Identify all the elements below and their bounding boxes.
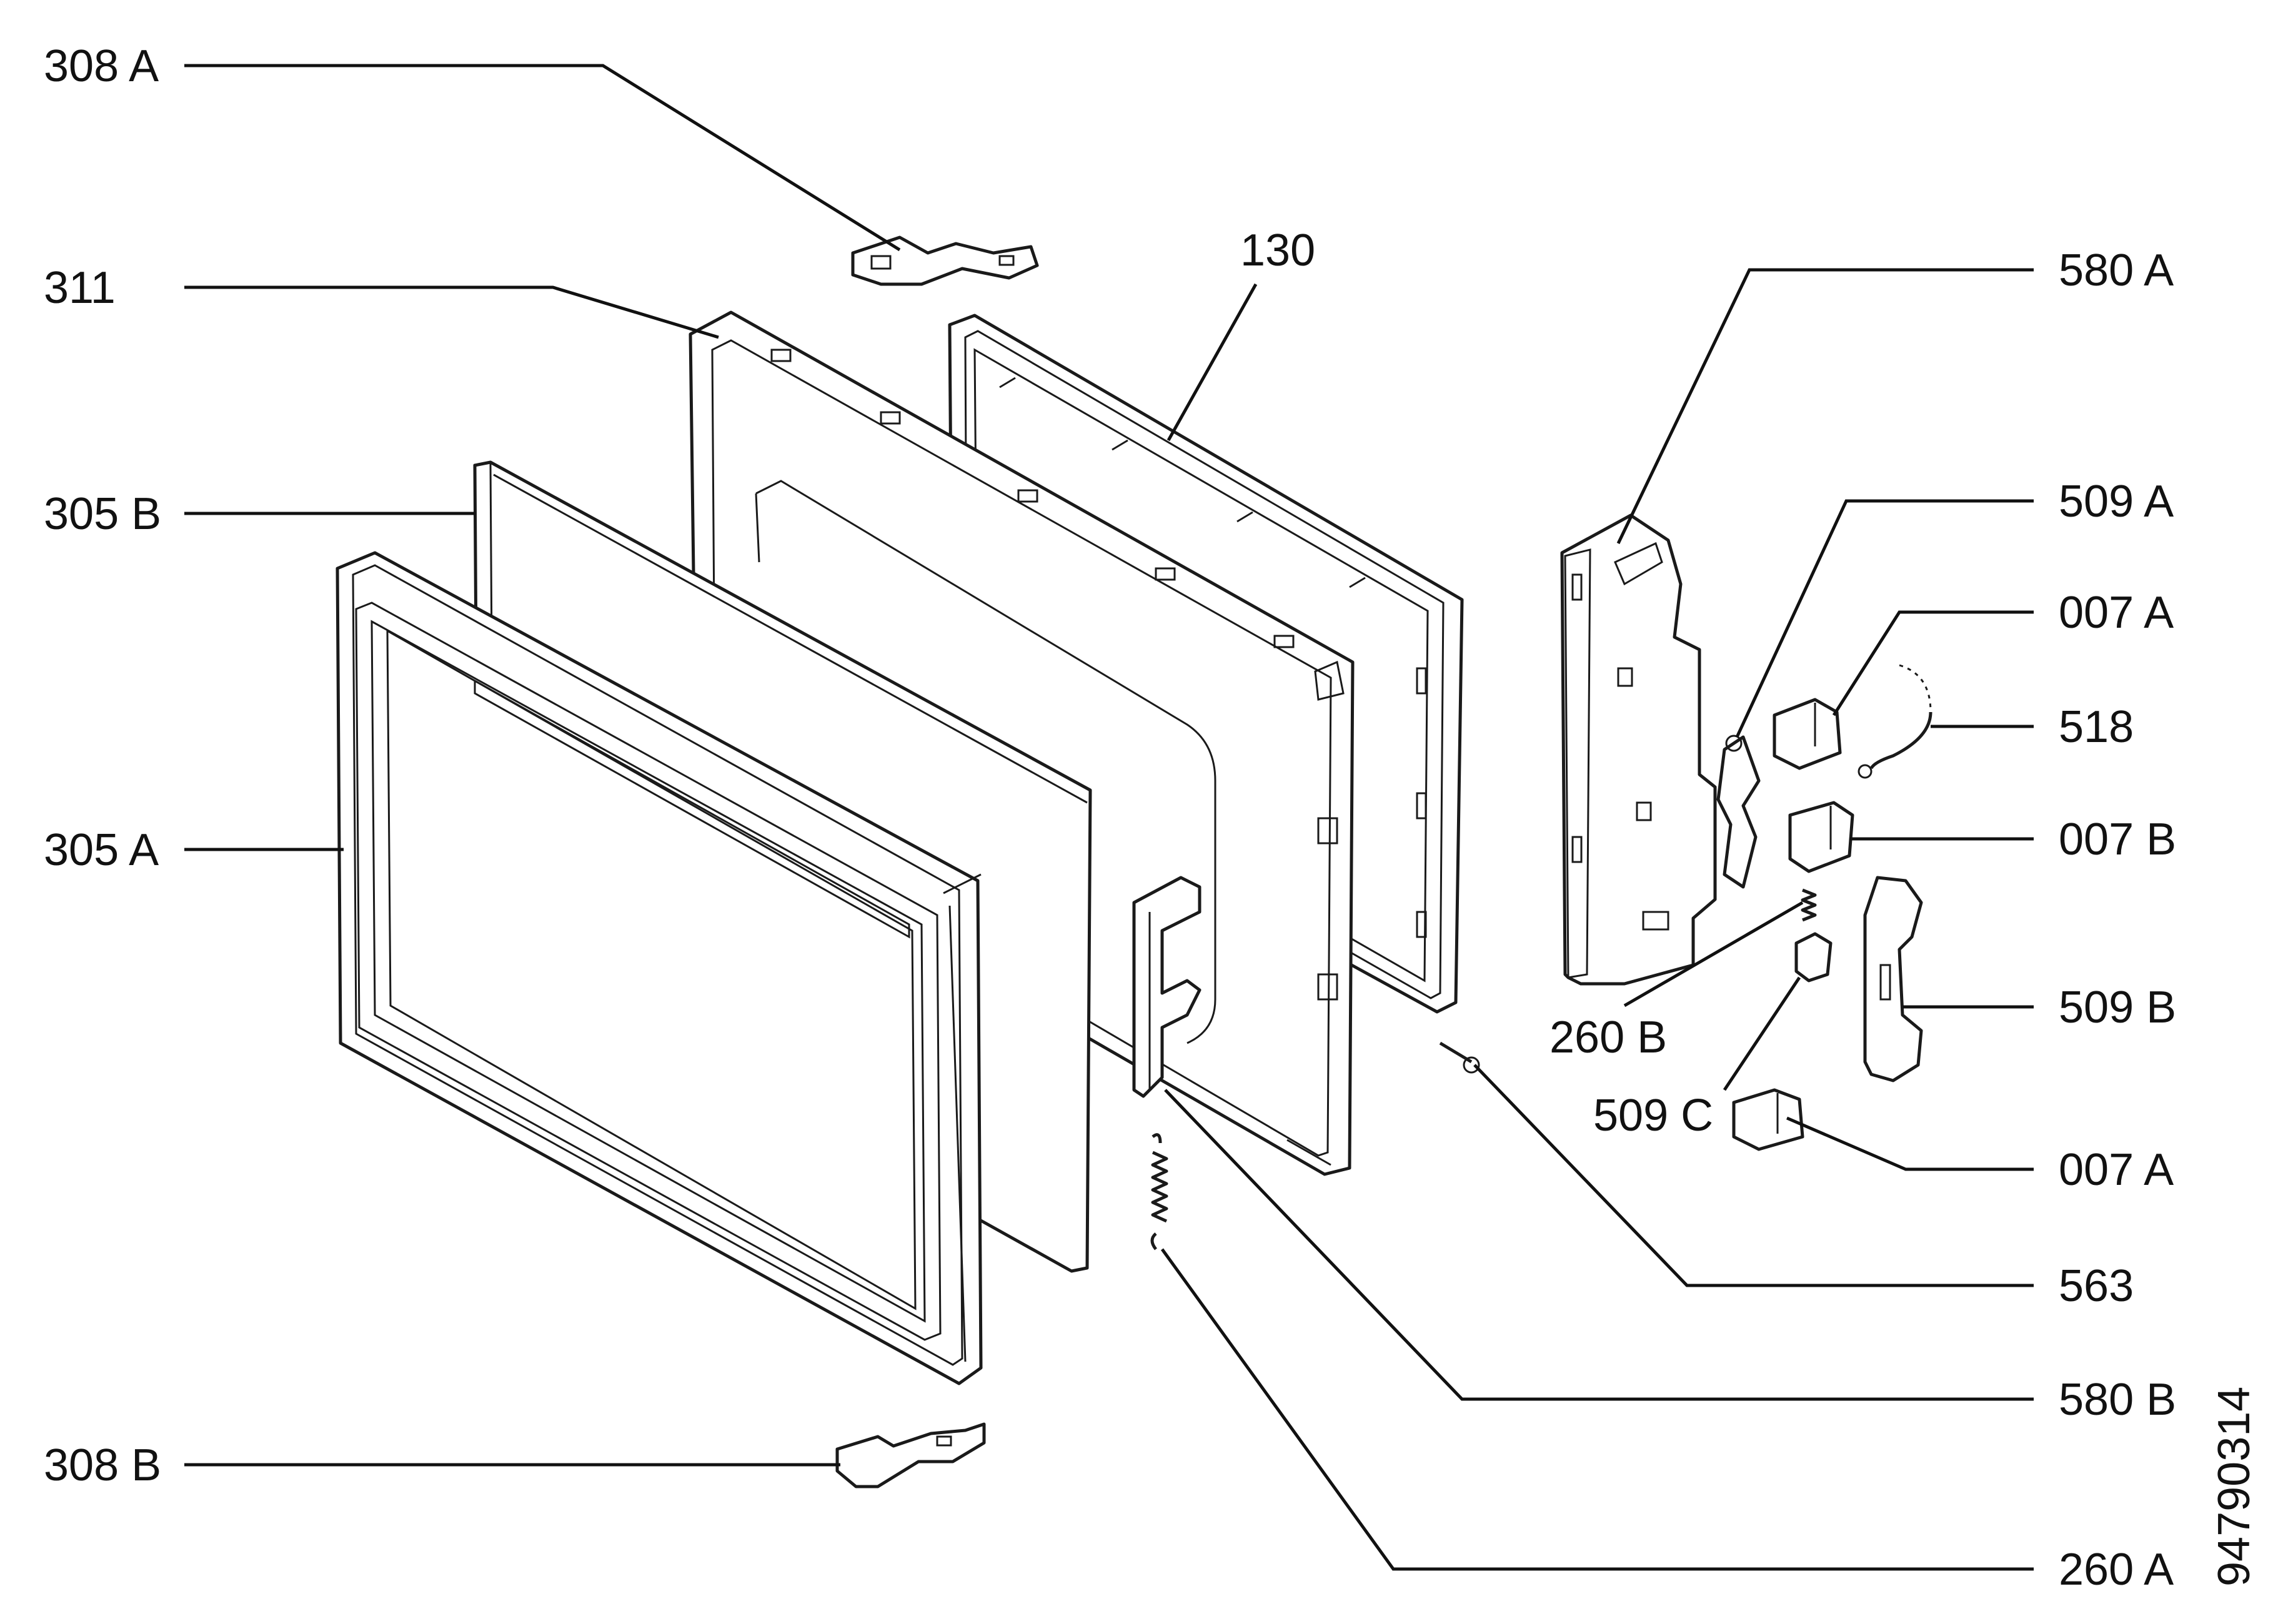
part-580b-latch-hook <box>1132 876 1201 1098</box>
leader-580b <box>1164 1089 2034 1401</box>
callout-260a: 260 A <box>2059 1545 2174 1595</box>
callout-509c: 509 C <box>1593 1091 1713 1141</box>
callout-518: 518 <box>2059 702 2134 752</box>
part-305a-front-door-frame <box>336 551 983 1385</box>
callout-305a: 305 A <box>44 825 159 875</box>
leader-308a <box>184 64 901 252</box>
callout-580b: 580 B <box>2059 1375 2176 1425</box>
leader-lines <box>184 64 2034 1571</box>
part-007b-microswitch <box>1788 801 1854 873</box>
callout-308b: 308 B <box>44 1440 161 1490</box>
callout-007b: 007 B <box>2059 814 2176 864</box>
part-007a-bottom-microswitch <box>1732 1088 1804 1151</box>
part-260a-spring <box>1150 1133 1168 1250</box>
leader-260a <box>1160 1248 2034 1571</box>
callout-130: 130 <box>1240 225 1315 275</box>
leader-580a <box>1616 268 2034 545</box>
callout-007a-top: 007 A <box>2059 588 2174 638</box>
part-563-screw <box>1439 1041 1480 1074</box>
part-580a-latch-housing <box>1560 513 1717 986</box>
part-308b-lower-hinge <box>835 1422 986 1488</box>
part-260b-small-spring <box>1801 888 1817 922</box>
callout-305b: 305 B <box>44 489 161 539</box>
leader-563 <box>1473 1064 2034 1287</box>
drawing-number: 94790314 <box>2209 1387 2259 1587</box>
callout-563: 563 <box>2059 1261 2134 1311</box>
part-509c-slider <box>1794 932 1833 983</box>
callout-labels: 308 A 311 305 B 305 A 308 B 130 580 A 50… <box>44 41 2259 1595</box>
part-007a-top-microswitch <box>1773 698 1842 770</box>
leader-007a-top <box>1832 610 2034 716</box>
callout-509a: 509 A <box>2059 477 2174 527</box>
leader-130 <box>1166 283 1258 442</box>
leader-509a <box>1735 499 2034 738</box>
part-308a-upper-hinge <box>851 235 1039 286</box>
part-509b-latch-arm <box>1863 876 1923 1082</box>
callout-580a: 580 A <box>2059 245 2174 295</box>
callout-260b: 260 B <box>1549 1013 1667 1062</box>
callout-509b: 509 B <box>2059 983 2176 1032</box>
part-518-wire <box>1858 664 1932 779</box>
leader-007a-bottom <box>1786 1116 2034 1171</box>
part-509a-lever <box>1716 735 1761 889</box>
callout-308a: 308 A <box>44 41 159 91</box>
callout-007a-bottom: 007 A <box>2059 1145 2174 1195</box>
leader-311 <box>184 285 719 339</box>
leader-509c <box>1723 976 1801 1091</box>
leader-260b <box>1623 901 1804 1008</box>
callout-311: 311 <box>44 263 116 313</box>
